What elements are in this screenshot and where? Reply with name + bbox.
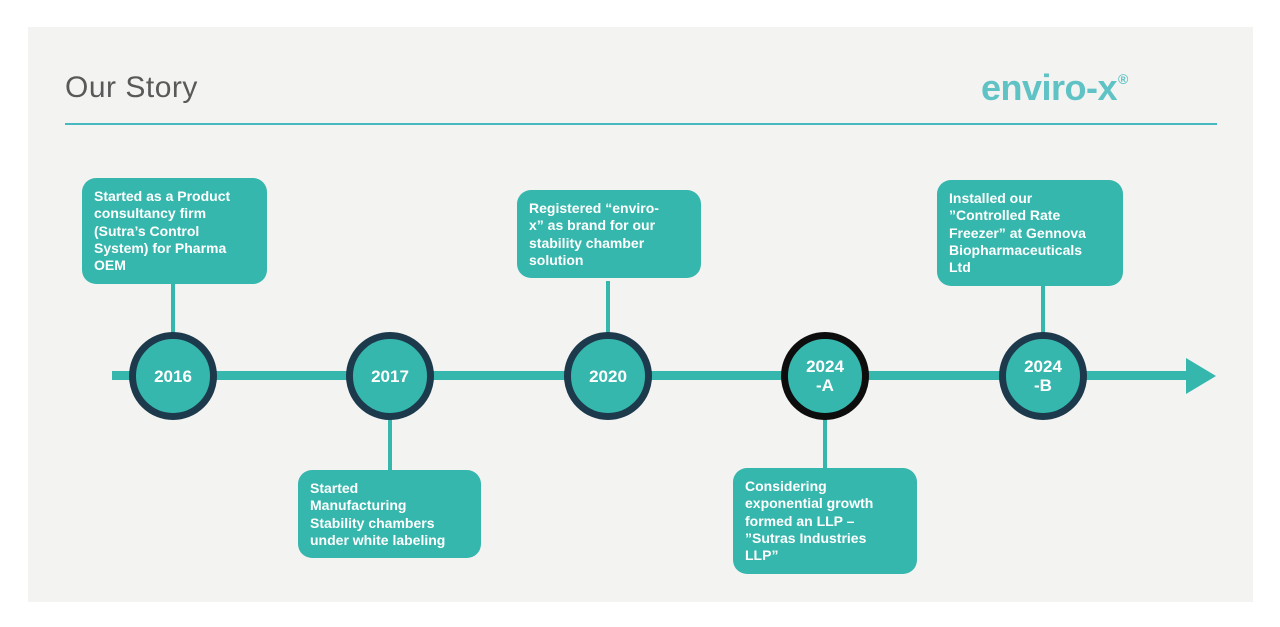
timeline-arrowhead-icon: [1186, 358, 1216, 394]
event-callout-2024b: Installed our ”Controlled Rate Freezer” …: [937, 180, 1123, 286]
event-callout-2024a: Considering exponential growth formed an…: [733, 468, 917, 574]
title-divider: [65, 123, 1217, 125]
timeline-node-2016: 2016: [129, 332, 217, 420]
node-year-label: 2024: [1024, 357, 1062, 376]
brand-logo: enviro-x®: [981, 67, 1128, 109]
event-callout-text: Installed our ”Controlled Rate Freezer” …: [949, 190, 1086, 276]
timeline-node-2024b: 2024 -B: [999, 332, 1087, 420]
event-callout-2020: Registered “enviro- x” as brand for our …: [517, 190, 701, 279]
node-year-label: 2020: [589, 366, 627, 386]
node-year-label: 2016: [154, 366, 192, 386]
event-callout-text: Started as a Product consultancy firm (S…: [94, 188, 231, 274]
timeline-node-2017: 2017: [346, 332, 434, 420]
event-callout-text: Started Manufacturing Stability chambers…: [310, 480, 446, 549]
node-year-suffix: -A: [816, 376, 834, 395]
connector-line-2024b: [1041, 278, 1045, 337]
node-year-label: 2017: [371, 366, 409, 386]
slide: Our Story enviro-x® Started as a Product…: [28, 27, 1253, 602]
node-year-suffix: -B: [1034, 376, 1052, 395]
event-callout-text: Considering exponential growth formed an…: [745, 478, 874, 564]
connector-line-2020: [606, 281, 610, 337]
brand-logo-text: enviro-x: [981, 67, 1118, 108]
registered-mark-icon: ®: [1118, 71, 1128, 87]
connector-line-2016: [171, 275, 175, 337]
event-callout-text: Registered “enviro- x” as brand for our …: [529, 200, 659, 269]
timeline-node-2020: 2020: [564, 332, 652, 420]
node-year-label: 2024: [806, 357, 844, 376]
timeline-node-2024a: 2024 -A: [781, 332, 869, 420]
connector-line-2017: [388, 417, 392, 473]
page-title: Our Story: [65, 71, 198, 104]
event-callout-2016: Started as a Product consultancy firm (S…: [82, 178, 267, 284]
event-callout-2017: Started Manufacturing Stability chambers…: [298, 470, 481, 559]
connector-line-2024a: [823, 417, 827, 471]
